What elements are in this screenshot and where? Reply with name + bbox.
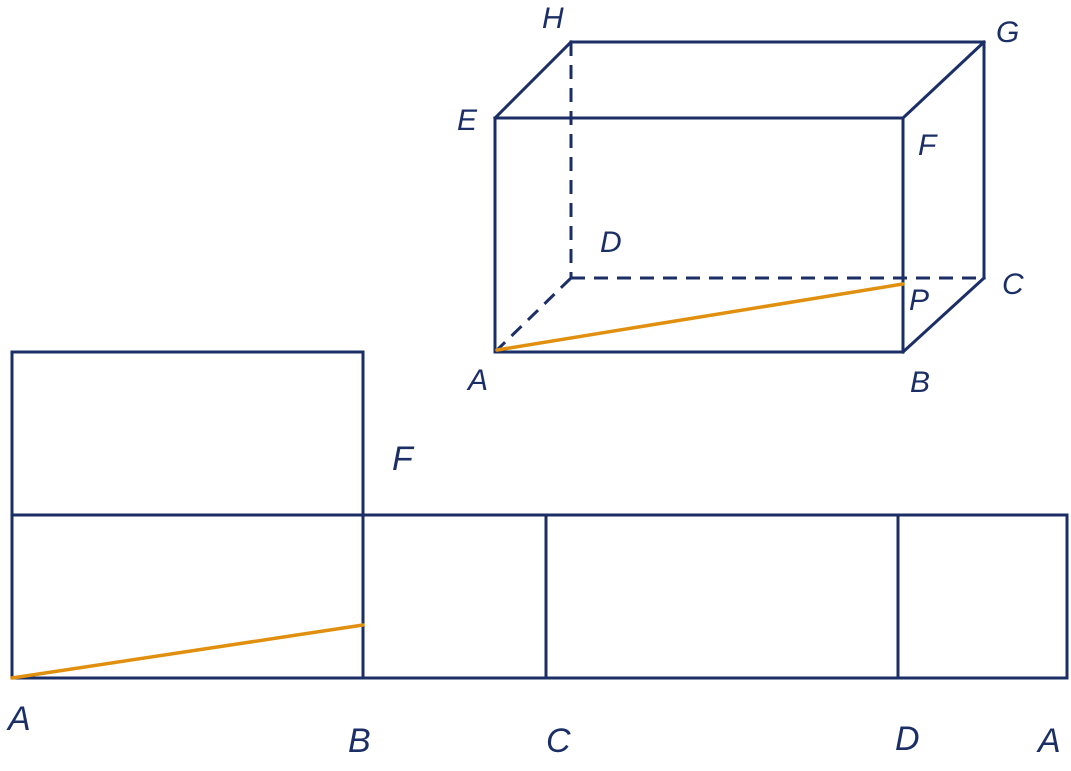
- vertex-label-e: E: [457, 104, 478, 137]
- path-ap: [495, 282, 905, 352]
- net: F A B C D A: [6, 350, 1069, 760]
- net-label-f: F: [392, 440, 415, 478]
- net-label-a-right: A: [1036, 722, 1061, 760]
- net-label-a-left: A: [6, 700, 31, 738]
- edge-eh: [492, 39, 574, 121]
- net-top-face: [10, 350, 365, 517]
- net-face-ab: [10, 513, 365, 680]
- edge-fg: [900, 39, 987, 121]
- vertex-label-a: A: [466, 364, 488, 397]
- net-face-cd: [544, 513, 900, 680]
- net-face-bc: [361, 513, 548, 680]
- net-face-da: [896, 513, 1069, 680]
- edge-ad: [493, 276, 573, 354]
- cuboid: H G E F D C P A B: [457, 2, 1024, 399]
- vertex-label-b: B: [910, 366, 930, 399]
- vertex-label-p: P: [909, 284, 929, 317]
- net-label-c: C: [546, 722, 571, 760]
- edge-bc: [900, 275, 987, 355]
- vertex-label-h: H: [542, 2, 564, 35]
- vertex-label-c: C: [1002, 268, 1024, 301]
- vertex-label-f: F: [918, 129, 938, 162]
- net-path-ap: [10, 623, 365, 680]
- net-label-d: D: [895, 720, 920, 758]
- net-label-b: B: [348, 722, 371, 760]
- vertex-label-g: G: [996, 16, 1019, 49]
- vertex-label-d: D: [600, 226, 622, 259]
